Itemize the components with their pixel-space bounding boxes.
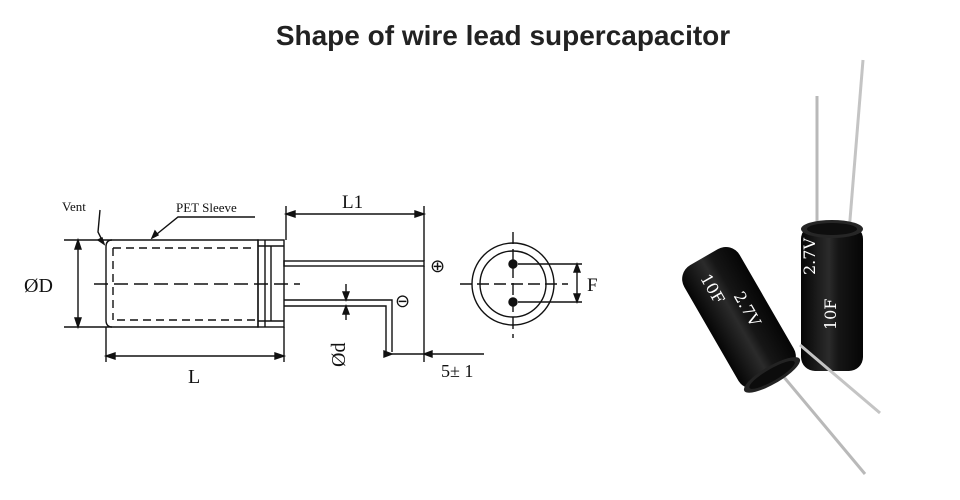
l-label: L [188,366,200,388]
minus-label: ⊖ [395,291,410,311]
back-lead-right [847,59,865,233]
cap-upright-voltage: 2.7V [800,238,819,275]
od-lead-label: Ød [328,343,350,367]
page-title: Shape of wire lead supercapacitor [275,20,731,51]
f-label: F [587,275,598,296]
plus-label: ⊕ [430,256,445,276]
negative-lead [284,299,393,352]
positive-lead [283,260,425,267]
sleeve-dashed-outline [112,247,255,321]
sleeve-label: PET Sleeve [176,200,237,215]
cap-upright-capacitance: 10F [821,299,840,330]
capacitor-tilted: 10F 2.7V [682,246,801,393]
l1-label: L1 [342,192,363,213]
vent-label: Vent [62,199,86,214]
front-lead-2 [799,343,881,415]
od-label: ØD [24,275,53,297]
pitch-label: 5± 1 [441,361,473,381]
capacitor-upright: 2.7V 10F [800,220,863,371]
front-lead-1 [776,369,867,475]
